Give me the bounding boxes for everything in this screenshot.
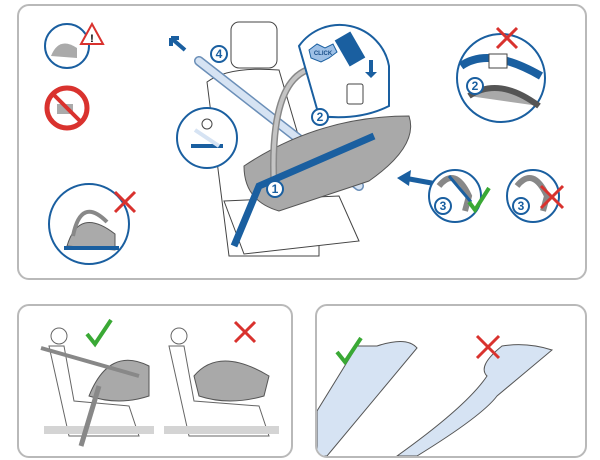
svg-text:1: 1 [272,182,279,196]
cross-icon [475,334,501,360]
installation-overview-panel: ! CLICK [17,4,587,280]
lap-belt [230,132,376,248]
svg-text:!: ! [90,33,94,45]
no-front-airbag-icon [44,85,90,131]
pull-arrow-icon [169,36,187,52]
carrier-position-illustration [40,318,279,447]
belt-twist-illustration [317,334,554,456]
installation-illustration: ! CLICK [44,21,565,265]
step-badge-1: 1 [266,180,284,198]
incorrect-twisted-belt [396,334,554,456]
airbag-warning-icon: ! [44,21,105,69]
svg-text:2: 2 [472,79,479,93]
check-icon [85,318,113,348]
svg-text:4: 4 [216,47,223,61]
incorrect-forward-facing-example [164,320,279,437]
check-icon [335,336,363,366]
buckle-click-detail-icon: CLICK [297,23,390,119]
belt-guide-detail-icon: 2 [456,26,546,123]
belt-hook-incorrect-detail: 3 [506,169,565,223]
belt-twist-panel [315,304,587,458]
svg-text:3: 3 [440,199,447,213]
svg-text:3: 3 [518,199,525,213]
adult-belt-detail-icon [176,107,238,169]
step-badge-2: 2 [311,108,329,126]
click-label: CLICK [314,51,333,57]
step-badge-4: 4 [210,45,228,63]
cross-icon [233,320,257,344]
incorrect-seat-position-icon [48,183,137,265]
belt-hook-correct-detail: 3 [428,169,491,223]
carrier-position-panel [17,304,293,458]
correct-rear-facing-example [40,318,154,447]
correct-flat-belt [317,336,418,456]
svg-text:2: 2 [317,110,324,124]
